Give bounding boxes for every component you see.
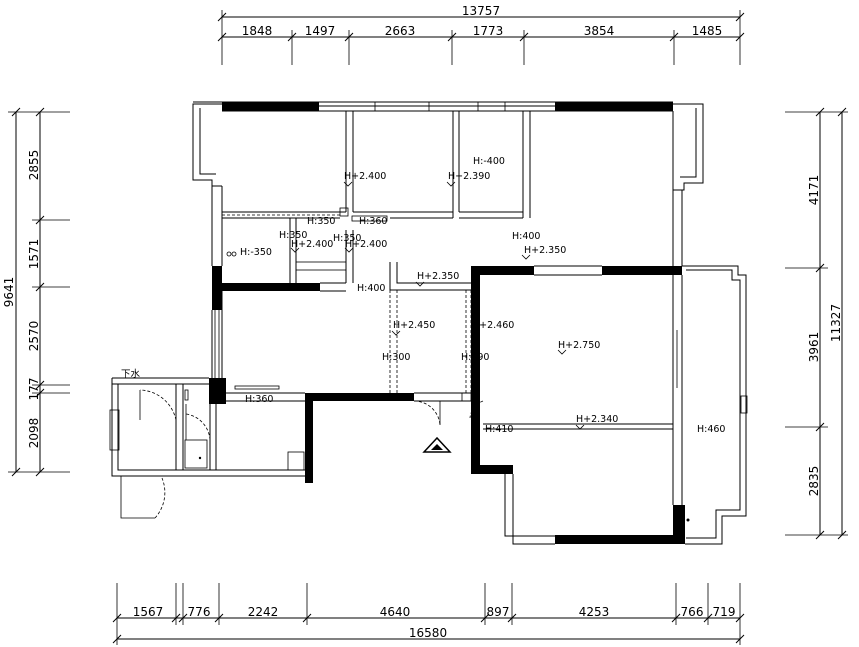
top-dim-4: 1773 bbox=[473, 24, 504, 38]
label-h2400-b: H+2.400 bbox=[291, 239, 333, 250]
label-h300: H:300 bbox=[382, 352, 410, 363]
label-h2390: H+2.390 bbox=[448, 171, 490, 182]
label-h400-b: H:400 bbox=[357, 283, 385, 294]
label-h350-a: H:350 bbox=[307, 216, 335, 227]
label-h360-b: H:360 bbox=[245, 394, 273, 405]
label-h2450: H+2.450 bbox=[393, 320, 435, 331]
top-dim-2: 1497 bbox=[305, 24, 336, 38]
bottom-dim-8: 719 bbox=[713, 605, 736, 619]
left-dimension-chain: 9641 2855 1571 2570 177 2098 bbox=[2, 107, 70, 477]
left-dim-4: 177 bbox=[27, 378, 41, 401]
bottom-dimension-chain: 1567 776 2242 4640 897 4253 766 719 1658… bbox=[112, 583, 745, 645]
top-dim-6: 1485 bbox=[692, 24, 723, 38]
label-hm350: H:-350 bbox=[240, 247, 272, 258]
entrance-arrow-icon bbox=[422, 436, 452, 453]
bottom-dim-3: 2242 bbox=[248, 605, 279, 619]
wall-outlines bbox=[109, 101, 748, 545]
entrance-arrow-inner-icon bbox=[431, 444, 443, 450]
bottom-dim-6: 4253 bbox=[579, 605, 610, 619]
bottom-dim-7: 766 bbox=[681, 605, 704, 619]
label-h400-a: H:400 bbox=[512, 231, 540, 242]
elevation-labels: H+2.400 H+2.390 H:-400 H:350 H:360 H:350… bbox=[121, 156, 725, 435]
label-h2400-a: H+2.400 bbox=[344, 171, 386, 182]
label-h2350-b: H+2.350 bbox=[417, 271, 459, 282]
left-dim-5: 2098 bbox=[27, 418, 41, 449]
structural-walls bbox=[209, 102, 685, 544]
label-h350-b: H:350 bbox=[279, 230, 307, 241]
label-h2750: H+2.750 bbox=[558, 340, 600, 351]
fixtures bbox=[184, 251, 690, 522]
top-dim-5: 3854 bbox=[584, 24, 615, 38]
label-h460: H:460 bbox=[697, 424, 725, 435]
top-dim-3: 2663 bbox=[385, 24, 416, 38]
top-dim-1: 1848 bbox=[242, 24, 273, 38]
label-h350-c: H:350 bbox=[333, 233, 361, 244]
left-total-dim: 9641 bbox=[2, 277, 16, 308]
bottom-dim-2: 776 bbox=[188, 605, 211, 619]
right-total-dim: 11327 bbox=[829, 304, 843, 342]
label-h410: H:410 bbox=[485, 424, 513, 435]
top-total-dim: 13757 bbox=[462, 4, 500, 18]
left-dim-3: 2570 bbox=[27, 321, 41, 352]
label-xiashui: 下水 bbox=[121, 368, 141, 380]
bottom-dim-1: 1567 bbox=[133, 605, 164, 619]
bottom-total-dim: 16580 bbox=[409, 626, 447, 640]
right-dim-3: 2835 bbox=[807, 466, 821, 497]
bottom-dim-5: 897 bbox=[487, 605, 510, 619]
right-dim-2: 3961 bbox=[807, 332, 821, 363]
label-h2340: H+2.340 bbox=[576, 414, 618, 425]
label-h2350-a: H+2.350 bbox=[524, 245, 566, 256]
door-swings bbox=[139, 330, 678, 519]
left-dim-1: 2855 bbox=[27, 150, 41, 181]
label-h2400-c: H+2.400 bbox=[345, 239, 387, 250]
level-markers bbox=[290, 181, 585, 430]
right-dimension-chain: 4171 3961 2835 11327 bbox=[785, 107, 848, 540]
label-h2460: H+2.460 bbox=[472, 320, 514, 331]
label-h290: H:290 bbox=[461, 352, 489, 363]
bottom-dim-4: 4640 bbox=[380, 605, 411, 619]
left-dim-2: 1571 bbox=[27, 239, 41, 270]
right-dim-1: 4171 bbox=[807, 175, 821, 206]
top-dimension-chain: 13757 1848 1497 2663 1773 3854 1485 bbox=[217, 4, 745, 65]
label-hm400: H:-400 bbox=[473, 156, 505, 167]
label-h360-a: H:360 bbox=[359, 216, 387, 227]
